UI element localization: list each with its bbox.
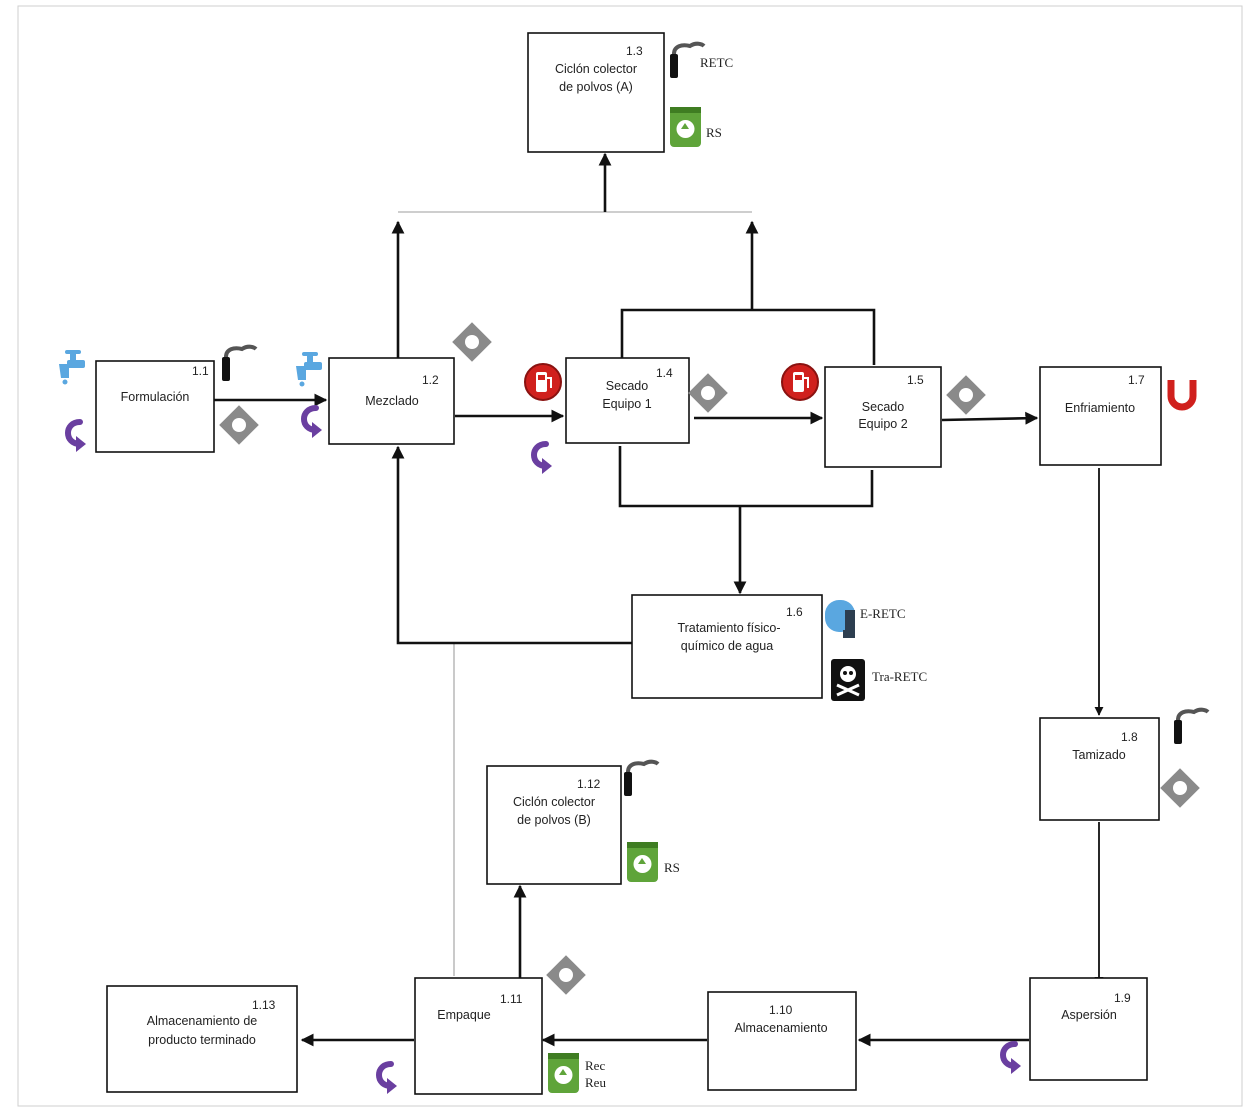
diamond-residue-icon <box>219 405 259 445</box>
rs-label-a: RS <box>706 125 722 140</box>
diamond-residue-icon <box>452 322 492 362</box>
reuse-hook-icon <box>65 419 86 452</box>
water-tank-icon <box>825 600 855 638</box>
node-1-9[interactable]: 1.9 Aspersión <box>1029 977 1148 1081</box>
node-1-13-label-line2: producto terminado <box>148 1033 256 1047</box>
diamond-residue-icon <box>546 955 586 995</box>
diamond-residue-icon <box>946 375 986 415</box>
flow-1-5-to-1-7 <box>941 411 1039 425</box>
skull-hazard-icon <box>831 659 865 701</box>
reuse-hook-icon <box>531 441 552 474</box>
node-1-9-label: Aspersión <box>1061 1008 1117 1022</box>
node-1-5-label-line1: Secado <box>862 400 904 414</box>
node-1-10-number: 1.10 <box>769 1003 793 1017</box>
recycle-bin-icon <box>627 842 658 882</box>
dryer-bottom-loop <box>618 446 874 508</box>
node-1-4-label-line1: Secado <box>606 379 648 393</box>
water-tap-icon <box>296 352 322 387</box>
node-1-12-label-line1: Ciclón colector <box>513 795 595 809</box>
node-1-4-number: 1.4 <box>656 366 673 380</box>
node-1-3-number: 1.3 <box>626 44 643 58</box>
recycle-bin-icon <box>548 1053 579 1093</box>
tra-retc-label: Tra-RETC <box>872 669 927 684</box>
rec-label: Rec <box>585 1058 605 1073</box>
node-1-7[interactable]: 1.7 Enfriamiento <box>1039 366 1162 466</box>
node-1-10-label: Almacenamiento <box>734 1021 827 1035</box>
node-1-6[interactable]: 1.6 Tratamiento físico- químico de agua <box>631 594 823 699</box>
node-1-1-number: 1.1 <box>192 364 209 378</box>
diamond-residue-icon <box>688 373 728 413</box>
magnet-icon <box>1167 380 1197 411</box>
node-1-4-label-line2: Equipo 1 <box>602 397 651 411</box>
node-1-5-number: 1.5 <box>907 373 924 387</box>
emission-stack-icon <box>670 41 706 78</box>
node-1-13[interactable]: 1.13 Almacenamiento de producto terminad… <box>106 985 298 1093</box>
reuse-hook-icon <box>376 1061 397 1094</box>
node-1-8[interactable]: 1.8 Tamizado <box>1039 717 1160 821</box>
emission-stack-icon <box>1174 707 1210 744</box>
node-1-10[interactable]: 1.10 Almacenamiento <box>707 991 857 1091</box>
node-1-3[interactable]: 1.3 Ciclón colector de polvos (A) <box>527 32 665 153</box>
node-1-11[interactable]: 1.11 Empaque <box>414 977 543 1095</box>
node-1-6-label-line1: Tratamiento físico- <box>677 621 780 635</box>
diamond-residue-icon <box>1160 768 1200 808</box>
node-1-13-number: 1.13 <box>252 998 276 1012</box>
node-1-5[interactable]: 1.5 Secado Equipo 2 <box>824 366 942 468</box>
node-1-11-number: 1.11 <box>500 992 523 1006</box>
node-1-3-label-line2: de polvos (A) <box>559 80 633 94</box>
node-1-4[interactable]: 1.4 Secado Equipo 1 <box>565 357 690 444</box>
water-tap-icon <box>59 350 85 385</box>
emission-stack-icon <box>222 344 258 381</box>
node-1-1-label: Formulación <box>121 390 190 404</box>
node-1-12-label-line2: de polvos (B) <box>517 813 591 827</box>
icons <box>59 41 1210 1094</box>
node-1-8-number: 1.8 <box>1121 730 1138 744</box>
node-1-12-number: 1.12 <box>577 777 601 791</box>
node-1-2-label: Mezclado <box>365 394 419 408</box>
node-1-3-label-line1: Ciclón colector <box>555 62 637 76</box>
node-1-7-number: 1.7 <box>1128 373 1145 387</box>
node-1-8-label: Tamizado <box>1072 748 1126 762</box>
reuse-hook-icon <box>1000 1041 1021 1074</box>
recycle-bin-icon <box>670 107 701 147</box>
node-1-6-number: 1.6 <box>786 605 803 619</box>
flow-1-6-to-1-2 <box>391 445 632 645</box>
node-1-12[interactable]: 1.12 Ciclón colector de polvos (B) <box>486 765 622 885</box>
fuel-pump-icon <box>781 363 819 401</box>
rs-label-b: RS <box>664 860 680 875</box>
node-1-9-number: 1.9 <box>1114 991 1131 1005</box>
node-1-5-label-line2: Equipo 2 <box>858 417 907 431</box>
node-1-1[interactable]: 1.1 Formulación <box>95 360 215 453</box>
node-1-11-label: Empaque <box>437 1008 491 1022</box>
diagram-border <box>17 5 1243 1107</box>
node-1-13-label-line1: Almacenamiento de <box>147 1014 258 1028</box>
node-1-6-label-line2: químico de agua <box>681 639 773 653</box>
dryer-top-loop <box>620 308 876 365</box>
process-boxes: 1.1 Formulación 1.2 Mezclado 1.3 Ciclón … <box>95 32 1162 1095</box>
node-1-7-label: Enfriamiento <box>1065 401 1135 415</box>
retc-label: RETC <box>700 55 733 70</box>
fuel-pump-icon <box>524 363 562 401</box>
node-1-2[interactable]: 1.2 Mezclado <box>328 357 455 445</box>
tag-labels: RETC RS RS E-RETC Tra-RETC Rec Reu <box>585 55 927 1090</box>
reu-label: Reu <box>585 1075 606 1090</box>
node-1-2-number: 1.2 <box>422 373 439 387</box>
e-retc-label: E-RETC <box>860 606 906 621</box>
emission-stack-icon <box>624 759 660 796</box>
reuse-hook-icon <box>301 405 322 438</box>
connectors <box>214 152 1104 1047</box>
